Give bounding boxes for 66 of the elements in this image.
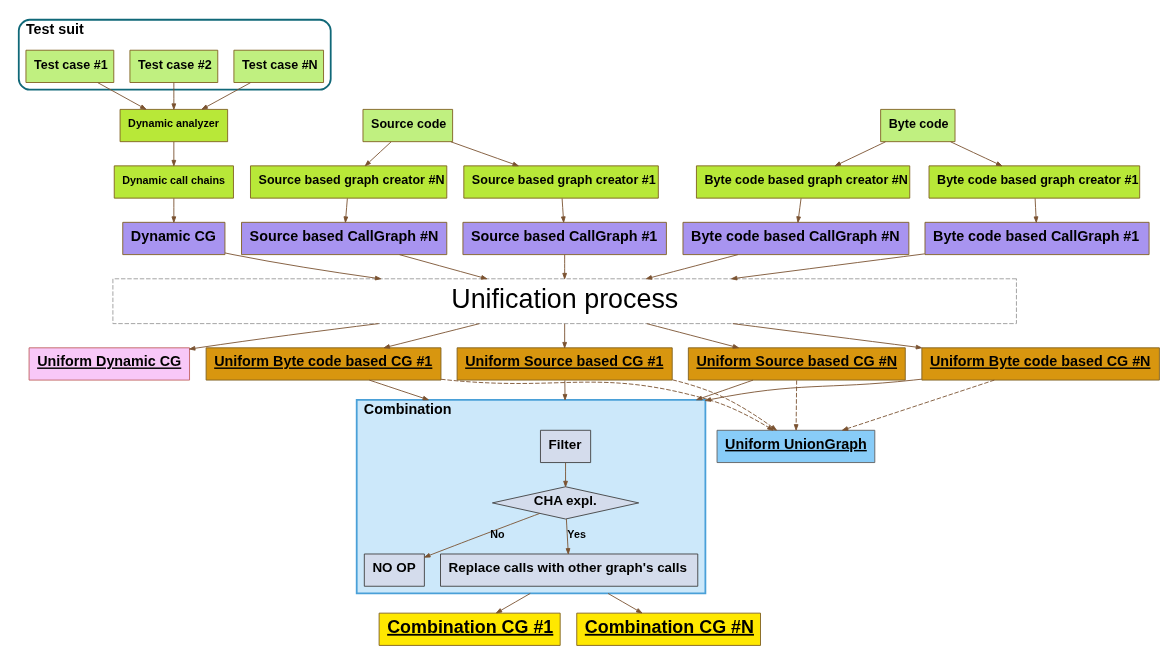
node-box: Source code xyxy=(362,108,454,143)
arrow xyxy=(343,197,349,223)
arrow xyxy=(672,379,777,431)
arrow xyxy=(646,323,739,349)
arrow xyxy=(562,379,568,401)
arrow xyxy=(368,379,429,401)
arrow xyxy=(834,141,886,167)
node-box: Replace calls with other graph's calls xyxy=(440,553,699,587)
arrow xyxy=(562,323,567,349)
arrow xyxy=(171,141,177,167)
node-box: Dynamic call chains xyxy=(113,165,234,199)
node-box: Combination CG #N xyxy=(576,612,761,646)
arrow xyxy=(731,253,926,281)
arrow xyxy=(1033,197,1039,223)
node-box: Combination CG #1 xyxy=(378,612,561,646)
node-box: Uniform Byte code based CG #1 xyxy=(205,347,442,381)
arrow xyxy=(201,82,252,110)
arrow xyxy=(224,252,382,281)
node-box: Dynamic analyzer xyxy=(119,108,229,143)
arrow xyxy=(560,197,566,223)
node-box: Source based graph creator #N xyxy=(250,165,448,199)
node-diamond: CHA expl. xyxy=(491,486,640,520)
node-box: Source based graph creator #1 xyxy=(463,165,659,199)
node-box: Test case #N xyxy=(233,49,324,83)
edge-label: Yes xyxy=(567,528,586,541)
arrow xyxy=(189,323,380,351)
arrow xyxy=(97,82,147,110)
node-box: Byte code based graph creator #N xyxy=(695,165,911,199)
arrow xyxy=(171,197,177,223)
arrow xyxy=(796,197,802,223)
arrow xyxy=(732,323,922,350)
arrow xyxy=(645,254,739,280)
node-box: Uniform Byte code based CG #N xyxy=(921,347,1160,381)
node-box: Byte code xyxy=(880,108,956,143)
node-box: Source based CallGraph #N xyxy=(241,221,448,256)
arrow xyxy=(171,82,177,110)
node-box: Byte code based graph creator #1 xyxy=(928,165,1141,199)
arrow xyxy=(565,518,571,555)
node-box: Uniform Dynamic CG xyxy=(28,347,190,381)
node-box: Filter xyxy=(540,429,592,463)
node-box: Uniform Source based CG #1 xyxy=(456,347,673,381)
arrow xyxy=(450,141,519,167)
node-box: Test case #2 xyxy=(129,49,219,83)
arrow xyxy=(793,379,799,431)
arrow xyxy=(607,592,643,614)
node-box: Byte code based CallGraph #N xyxy=(682,221,910,256)
arrow xyxy=(842,379,995,431)
arrow xyxy=(562,254,567,280)
node-box: Byte code based CallGraph #1 xyxy=(924,221,1150,256)
arrow xyxy=(704,378,923,402)
node-box: NO OP xyxy=(363,553,425,587)
arrow xyxy=(495,592,531,614)
arrow xyxy=(440,378,774,431)
arrow xyxy=(383,323,480,349)
edge-label: No xyxy=(490,528,505,541)
arrow xyxy=(424,512,541,558)
arrow xyxy=(364,141,392,167)
node-box: Unification process xyxy=(112,278,1017,325)
arrow xyxy=(399,254,488,280)
arrow xyxy=(950,141,1003,167)
node-box: Dynamic CG xyxy=(122,221,226,256)
node-box: Source based CallGraph #1 xyxy=(462,221,667,256)
node-box: Test case #1 xyxy=(25,49,115,83)
arrow xyxy=(563,462,568,488)
node-box: Uniform Source based CG #N xyxy=(687,347,906,381)
node-box: Uniform UnionGraph xyxy=(716,429,876,463)
